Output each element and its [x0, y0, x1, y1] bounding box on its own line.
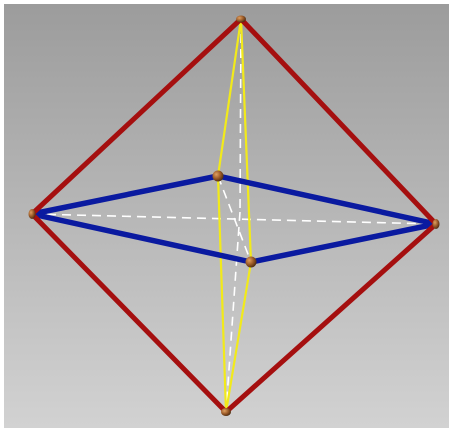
hidden-edges: [31, 18, 437, 413]
outer-edge-top-left: [29, 16, 244, 217]
hidden-edge-top-mid: [239, 18, 242, 213]
yellow-edge-top-front: [239, 18, 253, 263]
yellow-edge-back-bottom: [216, 175, 228, 413]
background-gradient: [4, 4, 449, 428]
vertex-caps: [28, 15, 440, 416]
vertex-front: [245, 256, 257, 268]
hidden-edge-mid-bottom: [225, 211, 241, 413]
vertex-back: [212, 170, 224, 182]
equator-edges: [29, 173, 439, 265]
outer-edge-top-right: [238, 16, 439, 227]
equator-edge-left-back: [29, 173, 221, 217]
vertex-right: [432, 219, 440, 229]
vertex-left: [28, 209, 36, 219]
equator-edge-right-front: [248, 221, 439, 265]
yellow-edge-front-bottom: [224, 261, 253, 413]
outer-edge-left-bottom: [29, 211, 229, 415]
yellow-edges: [216, 18, 253, 413]
outer-edges: [29, 16, 439, 415]
vertex-bottom: [221, 408, 231, 416]
vertex-top: [236, 15, 246, 23]
yellow-edge-top-back: [216, 18, 243, 177]
hidden-edge-front-back: [217, 175, 252, 263]
equator-edge-back-right: [215, 173, 439, 227]
equator-edge-front-left: [29, 211, 254, 265]
outer-edge-right-bottom: [223, 221, 439, 415]
